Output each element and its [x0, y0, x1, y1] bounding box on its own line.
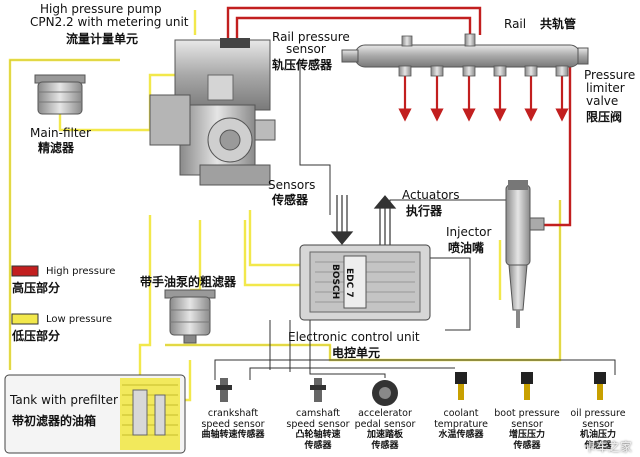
- legend-low-label-en: Low pressure: [46, 314, 113, 325]
- sensor-en-1: coolant: [443, 408, 479, 419]
- sensor-label-boost: boot pressure sensor 增压压力 传感器: [487, 408, 567, 452]
- sensor-cn-2: 传感器: [513, 441, 541, 451]
- rail-sensor-label-en-1: Rail pressure: [272, 30, 350, 44]
- sensor-cn-1: 水温传感器: [438, 430, 484, 440]
- limiter-label-en-1: Pressure: [584, 68, 636, 82]
- sensor-label-coolant: coolant temprature 水温传感器: [421, 408, 501, 441]
- ecu-label-cn: 电控单元: [332, 346, 381, 360]
- sensor-en-1: boot pressure: [494, 408, 560, 419]
- legend-low-label-cn: 低压部分: [12, 329, 61, 343]
- prefilter-label-cn: 带手油泵的粗滤器: [140, 275, 237, 289]
- oil-sensor-icon: [594, 372, 606, 400]
- main-filter-label-cn: 精滤器: [38, 141, 75, 155]
- sensor-cn-1: 凸轮轴转速: [295, 430, 341, 440]
- sensor-label-crankshaft: crankshaft speed sensor 曲轴转速传感器: [193, 408, 273, 441]
- camshaft-sensor-icon: [310, 378, 326, 402]
- common-rail: [341, 33, 589, 77]
- sensor-en-2: sensor: [511, 419, 543, 430]
- sensor-cn-1: 曲轴转速传感器: [201, 430, 265, 440]
- ecu-model: EDC 7: [344, 268, 354, 298]
- injector-label-en: Injector: [446, 225, 492, 239]
- actuators-label-cn: 执行器: [406, 204, 443, 218]
- limiter-label-en-3: valve: [586, 94, 619, 108]
- sensor-label-camshaft: camshaft speed sensor 凸轮轴转速 传感器: [278, 408, 358, 452]
- actuators-label-en: Actuators: [402, 188, 460, 202]
- sensor-en-1: accelerator: [358, 408, 412, 419]
- rail-sensor-label-cn: 轨压传感器: [272, 58, 333, 72]
- sensor-cn-1: 增压压力: [508, 430, 545, 440]
- boost-sensor-icon: [521, 372, 533, 400]
- injection-arrows: [398, 75, 569, 122]
- legend-high-label-cn: 高压部分: [12, 281, 61, 295]
- main-filter-label-en: Main-filter: [30, 126, 91, 140]
- sensor-en-2: pedal sensor: [354, 419, 416, 430]
- fuel-tank: [4, 374, 186, 454]
- sensor-en-2: temprature: [434, 419, 488, 430]
- main-filter: [34, 74, 86, 115]
- sensor-en-2: speed sensor: [201, 419, 265, 430]
- actuators-signal-arrow: [373, 195, 397, 245]
- sensor-en-1: crankshaft: [207, 408, 259, 419]
- legend-high-label-en: High pressure: [46, 266, 116, 277]
- sensor-en-1: oil pressure: [570, 408, 626, 419]
- sensor-en-2: speed sensor: [286, 419, 350, 430]
- sensor-cn-1: 机油压力: [579, 430, 616, 440]
- sensors-label-en: Sensors: [268, 178, 316, 192]
- injector-label-cn: 喷油嘴: [448, 241, 485, 255]
- rail-sensor-label-en-2: sensor: [286, 42, 326, 56]
- sensor-label-pedal: accelerator pedal sensor 加速踏板 传感器: [345, 408, 425, 452]
- rail-label-en: Rail: [504, 17, 527, 31]
- legend-low-swatch: [11, 313, 39, 325]
- pre-filter: [164, 289, 216, 344]
- coolant-sensor-icon: [455, 372, 467, 400]
- watermark: 卡车之家: [583, 440, 632, 454]
- sensor-cn-2: 传感器: [584, 441, 612, 451]
- pump-label-en-2: CPN2.2 with metering unit: [30, 15, 189, 29]
- tank-label-en: Tank with prefilter: [10, 393, 118, 407]
- high-pressure-pump: [149, 38, 276, 186]
- ecu-brand: BOSCH: [330, 264, 340, 300]
- sensors-signal-arrow: [330, 195, 354, 245]
- limiter-label-cn: 限压阀: [586, 110, 623, 124]
- sensors-label-cn: 传感器: [272, 193, 309, 207]
- injector: [505, 180, 545, 328]
- ecu-label-en: Electronic control unit: [288, 330, 420, 344]
- sensor-cn-2: 传感器: [371, 441, 399, 451]
- sensor-cn-1: 加速踏板: [366, 430, 403, 440]
- sensor-cn-2: 传感器: [304, 441, 332, 451]
- legend-high-swatch: [11, 265, 39, 277]
- pump-label-cn: 流量计量单元: [66, 32, 139, 46]
- tank-label-cn: 带初滤器的油箱: [12, 414, 97, 428]
- rail-label-cn: 共轨管: [540, 17, 577, 31]
- ecu-box: [299, 244, 431, 321]
- sensor-label-oil: oil pressure sensor 机油压力 传感器: [558, 408, 638, 452]
- sensor-en-1: camshaft: [296, 408, 340, 419]
- crankshaft-sensor-icon: [216, 378, 232, 402]
- pedal-sensor-icon: [372, 380, 398, 406]
- pump-label-en-1: High pressure pump: [40, 2, 162, 16]
- limiter-label-en-2: limiter: [586, 81, 625, 95]
- sensor-en-2: sensor: [582, 419, 614, 430]
